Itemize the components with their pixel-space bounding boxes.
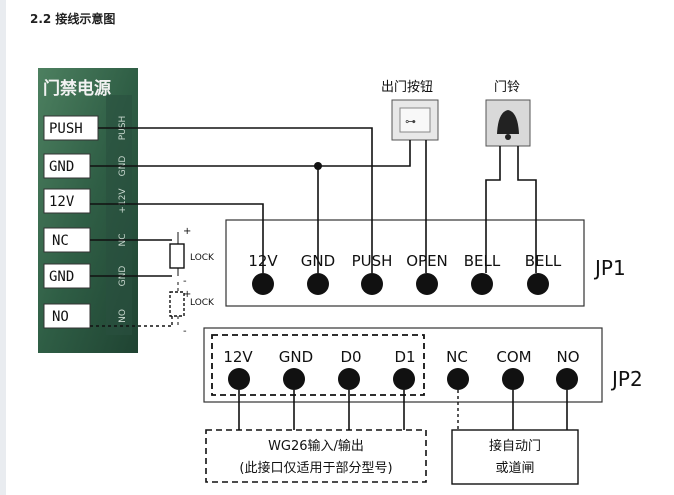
jp2-connector: JP2 12V GND D0 D1 NC COM NO xyxy=(203,327,643,403)
section-title: 2.2 接线示意图 xyxy=(30,12,116,26)
doorbell-device: 门铃 xyxy=(485,80,531,147)
wg26-line2: (此接口仅适用于部分型号) xyxy=(239,460,392,476)
jp1-pin-bell-2 xyxy=(527,273,549,295)
jp1-name: JP1 xyxy=(593,256,626,280)
auto-door-box: 接自动门 或道闸 xyxy=(451,429,579,485)
exit-button-device: 出门按钮 ⊶ xyxy=(381,80,439,141)
gnd-junction xyxy=(314,162,322,170)
power-supply-title: 门禁电源 xyxy=(43,78,111,99)
svg-text:GND: GND xyxy=(49,159,74,175)
lock-label-1: LOCK xyxy=(190,253,215,263)
terminal-gnd-1: GND xyxy=(43,153,91,179)
wire-12v xyxy=(90,203,264,273)
wg26-line1: WG26输入/输出 xyxy=(268,438,364,454)
jp2-pin-label-no: NO xyxy=(556,348,579,366)
exit-button-label: 出门按钮 xyxy=(381,80,433,95)
bell-icon xyxy=(497,110,519,134)
jp2-pin-gnd xyxy=(283,368,305,390)
polarity-plus-2: + xyxy=(183,289,191,300)
left-margin-bar xyxy=(0,0,6,495)
svg-text:NO: NO xyxy=(52,309,69,325)
svg-text:GND: GND xyxy=(49,269,74,285)
jp1-pin-label-bell-2: BELL xyxy=(525,252,562,270)
wg26-box: WG26输入/输出 (此接口仅适用于部分型号) xyxy=(205,429,427,483)
jp2-pin-label-d1: D1 xyxy=(394,348,415,366)
polarity-minus-1: - xyxy=(183,276,187,287)
auto-door-line1: 接自动门 xyxy=(489,438,541,454)
jp2-name: JP2 xyxy=(610,367,643,391)
silk-label-no: NO xyxy=(118,309,128,323)
svg-text:12V: 12V xyxy=(49,194,75,210)
jp2-pin-label-com: COM xyxy=(496,348,531,366)
lock-symbols: LOCK + - LOCK + - xyxy=(169,226,215,337)
auto-door-line2: 或道闸 xyxy=(495,461,534,476)
jp1-pin-open xyxy=(416,273,438,295)
jp2-pin-d0 xyxy=(338,368,360,390)
jp2-pin-no xyxy=(556,368,578,390)
jp2-pin-12v xyxy=(228,368,250,390)
jp1-pin-bell-1 xyxy=(471,273,493,295)
jp1-pin-gnd xyxy=(307,273,329,295)
svg-text:PUSH: PUSH xyxy=(49,121,83,137)
svg-text:NC: NC xyxy=(52,233,69,249)
jp1-pin-label-bell-1: BELL xyxy=(464,252,501,270)
lock-label-2: LOCK xyxy=(190,298,215,308)
jp2-pin-label-d0: D0 xyxy=(340,348,361,366)
lock-no-icon xyxy=(169,291,185,317)
terminal-nc: NC xyxy=(43,227,91,253)
wire-gnd-to-button xyxy=(318,140,411,167)
polarity-plus-1: + xyxy=(183,226,191,237)
terminal-push: PUSH xyxy=(43,115,99,141)
jp1-pin-12v xyxy=(252,273,274,295)
jp2-pin-d1 xyxy=(393,368,415,390)
jp2-pin-label-12v: 12V xyxy=(223,348,253,366)
wiring xyxy=(90,127,568,430)
jp2-pin-label-gnd: GND xyxy=(279,348,313,366)
doorbell-label: 门铃 xyxy=(494,80,520,95)
lock-nc-icon xyxy=(169,243,185,269)
polarity-minus-2: - xyxy=(183,326,187,337)
jp2-pin-label-nc: NC xyxy=(446,348,468,366)
jp1-pin-label-open: OPEN xyxy=(406,252,448,270)
wire-push xyxy=(98,127,373,273)
terminal-gnd-2: GND xyxy=(43,263,91,289)
jp2-pin-com xyxy=(502,368,524,390)
jp1-pin-push xyxy=(361,273,383,295)
silk-label-12v: +12V xyxy=(118,188,128,214)
terminal-no: NO xyxy=(43,303,91,329)
wire-bell-2 xyxy=(517,146,537,273)
terminal-12v: 12V xyxy=(43,188,91,214)
jp2-pin-nc xyxy=(447,368,469,390)
wire-bell-1 xyxy=(485,146,501,273)
key-icon: ⊶ xyxy=(405,115,416,128)
